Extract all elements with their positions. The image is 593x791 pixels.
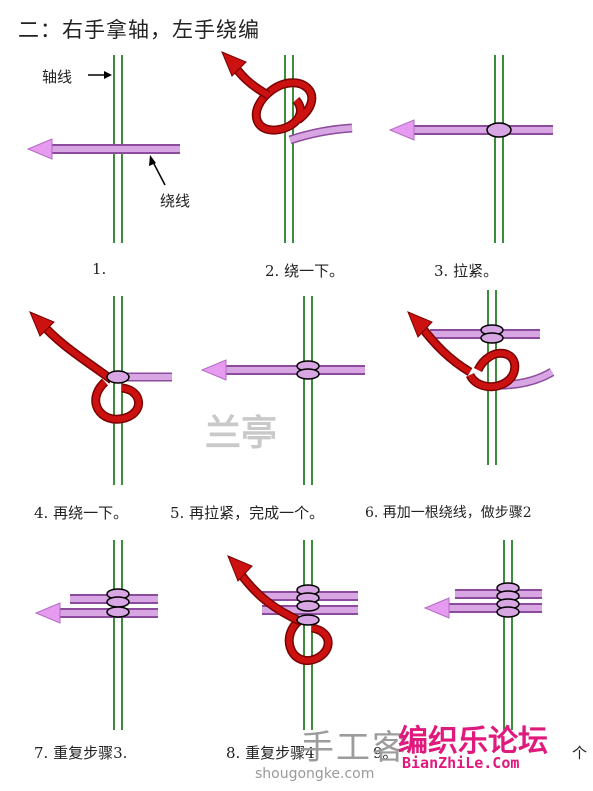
wrap-line-label: 绕线 (160, 192, 191, 210)
step-8-figure (227, 540, 358, 730)
step-1-caption: 1. (92, 260, 107, 278)
step-9-caption: 9。 (373, 744, 398, 762)
page-title: 二：右手拿轴，左手绕编 (18, 18, 260, 42)
shougongke-watermark: 手工客 (300, 728, 408, 768)
left-arrow-icon (26, 138, 53, 160)
step-6-figure (407, 290, 555, 465)
step-3-caption: 3. 拉紧。 (434, 262, 499, 280)
step-6-caption: 6. 再加一根绕线，做步骤2 (365, 505, 532, 521)
pointer-arrow (151, 159, 166, 186)
step-5-figure (200, 296, 365, 485)
up-left-arrow-icon (221, 51, 247, 77)
step-8-caption: 8. 重复步骤4. (226, 744, 320, 762)
step-7-figure (34, 540, 158, 730)
step-2-figure (221, 51, 353, 243)
step-3-figure (388, 55, 553, 243)
step-9-figure (423, 540, 542, 730)
step-2-caption: 2. 绕一下。 (265, 262, 345, 280)
step-5-caption: 5. 再拉紧，完成一个。 (170, 504, 325, 522)
shougongke-url-watermark: shougongke.com (255, 766, 375, 782)
lanting-watermark: 兰亭 (205, 413, 278, 454)
step-9-caption-tail: 个 (572, 744, 588, 762)
bianzhile-watermark: 编织乐论坛 (398, 724, 548, 759)
bianzhile-url-watermark: BianZhiLe.Com (402, 754, 520, 772)
axis-line-label: 轴线 (42, 68, 73, 86)
step-4-caption: 4. 再绕一下。 (34, 504, 129, 522)
step-4-figure (29, 296, 172, 485)
step-7-caption: 7. 重复步骤3. (34, 744, 128, 762)
step-1-figure (26, 55, 180, 243)
knot (486, 122, 512, 138)
